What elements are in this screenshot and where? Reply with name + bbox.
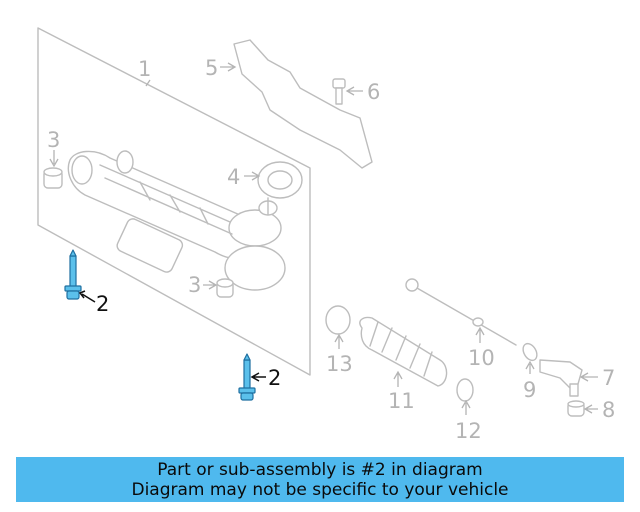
callout-4: 4 (227, 165, 240, 189)
leader-9 (525, 360, 535, 374)
bracket-5 (233, 39, 373, 169)
callout-2-left: 2 (96, 292, 109, 316)
banner-line-disclaimer: Diagram may not be specific to your vehi… (131, 480, 509, 500)
leader-7 (579, 372, 598, 382)
tie-rod-end-7 (539, 359, 583, 397)
callout-5: 5 (205, 56, 218, 80)
callout-9: 9 (523, 378, 536, 402)
leader-2a (78, 290, 96, 303)
leader-1 (145, 79, 151, 87)
banner-line-part: Part or sub-assembly is #2 in diagram (157, 460, 483, 480)
callout-6: 6 (367, 80, 380, 104)
nut-8 (567, 400, 585, 417)
bushing-3-lower (216, 278, 234, 298)
boot-11 (359, 316, 448, 387)
leader-2b (250, 372, 266, 382)
callout-11: 11 (388, 389, 415, 413)
leader-6 (345, 86, 363, 96)
leader-12 (461, 399, 471, 415)
callout-1: 1 (138, 57, 151, 81)
assembly-panel (37, 27, 311, 376)
callout-3-lower: 3 (188, 273, 201, 297)
bolt-2-right (238, 353, 256, 401)
bolt-6 (332, 78, 346, 105)
callout-12: 12 (455, 419, 482, 443)
mount-4 (257, 161, 303, 199)
leader-3a (49, 150, 59, 168)
steering-rack-gear (67, 150, 286, 291)
leader-4 (244, 171, 261, 181)
leader-8 (583, 404, 598, 414)
callout-7: 7 (602, 366, 615, 390)
info-banner: Part or sub-assembly is #2 in diagram Di… (16, 457, 624, 502)
bushing-3-upper (43, 167, 63, 189)
bolt-2-left (64, 249, 82, 300)
clamp-13 (325, 305, 351, 335)
leader-5 (220, 62, 237, 72)
callout-2-right: 2 (268, 366, 281, 390)
leader-3b (203, 280, 218, 290)
callout-3-upper: 3 (47, 128, 60, 152)
clamp-ring-9 (522, 342, 538, 362)
clamp-12 (456, 378, 474, 402)
callout-8: 8 (602, 398, 615, 422)
inner-tie-rod-10 (405, 278, 517, 346)
callout-13: 13 (326, 352, 353, 376)
leader-11 (393, 370, 403, 387)
callout-10: 10 (468, 346, 495, 370)
leader-13 (334, 333, 344, 349)
leader-10 (475, 326, 485, 343)
